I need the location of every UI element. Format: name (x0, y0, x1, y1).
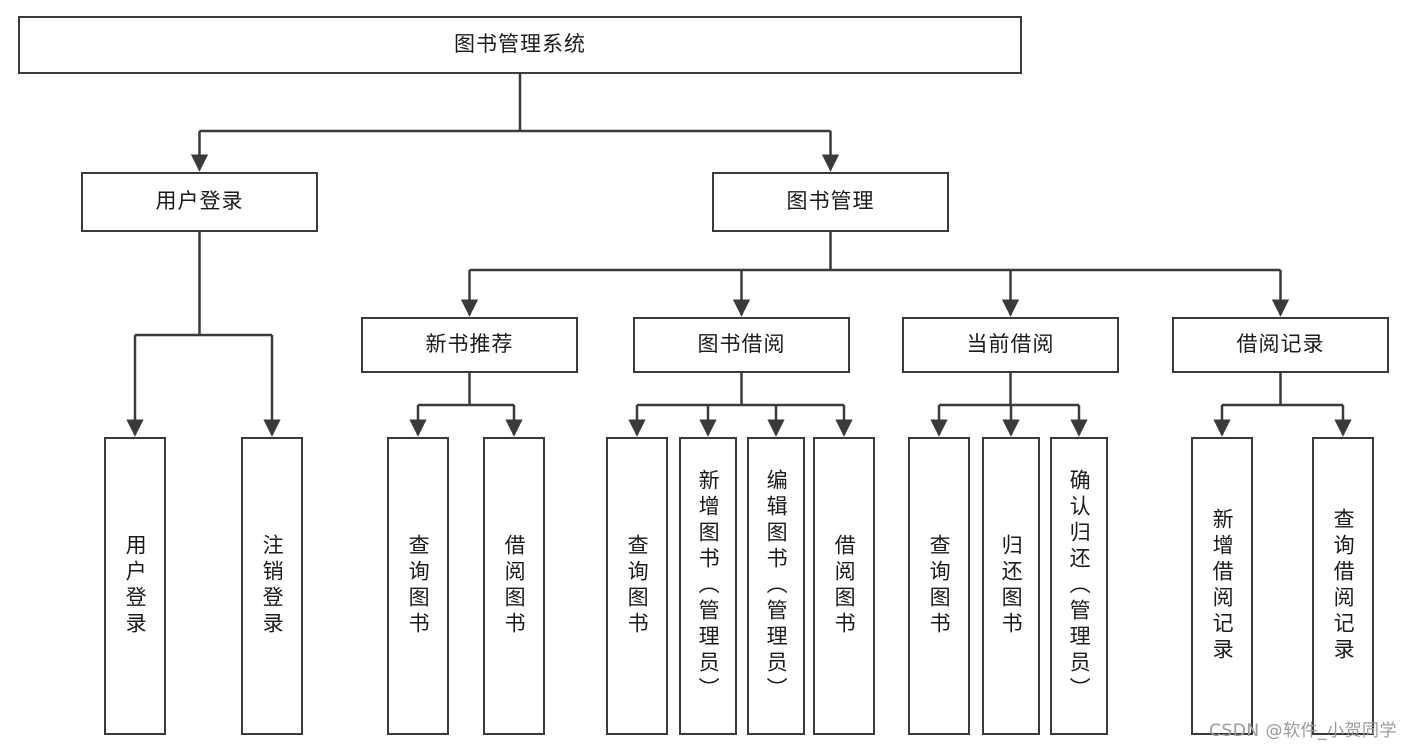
node-l_query3[interactable]: 查询图书 (908, 437, 970, 735)
node-l_query1[interactable]: 查询图书 (387, 437, 449, 735)
node-label: 用户登录 (123, 534, 148, 638)
node-root[interactable]: 图书管理系统 (18, 16, 1022, 74)
node-l_queryrec[interactable]: 查询借阅记录 (1312, 437, 1374, 735)
node-bookmgmt[interactable]: 图书管理 (712, 172, 949, 232)
node-l_edit[interactable]: 编辑图书（管理员） (747, 437, 805, 735)
node-login[interactable]: 用户登录 (81, 172, 318, 232)
node-l_login[interactable]: 用户登录 (104, 437, 166, 735)
node-l_add[interactable]: 新增图书（管理员） (679, 437, 737, 735)
node-label: 图书管理系统 (454, 32, 586, 57)
node-l_logout[interactable]: 注销登录 (241, 437, 303, 735)
node-label: 图书管理 (786, 189, 875, 214)
node-label: 确认归还（管理员） (1067, 469, 1092, 703)
node-label: 查询图书 (406, 534, 431, 638)
node-l_query2[interactable]: 查询图书 (606, 437, 668, 735)
node-l_borrow1[interactable]: 借阅图书 (483, 437, 545, 735)
node-label: 新增图书（管理员） (696, 469, 721, 703)
edge-group (126, 74, 1352, 437)
node-label: 查询图书 (927, 534, 952, 638)
node-l_addrec[interactable]: 新增借阅记录 (1191, 437, 1253, 735)
node-label: 归还图书 (999, 534, 1024, 638)
node-records[interactable]: 借阅记录 (1172, 317, 1389, 373)
node-label: 查询图书 (625, 534, 650, 638)
node-label: 用户登录 (155, 189, 244, 214)
node-newbook[interactable]: 新书推荐 (361, 317, 578, 373)
node-label: 当前借阅 (966, 332, 1055, 357)
node-label: 新增借阅记录 (1210, 508, 1235, 664)
node-label: 注销登录 (260, 534, 285, 638)
node-label: 编辑图书（管理员） (764, 469, 789, 703)
node-l_confirm[interactable]: 确认归还（管理员） (1050, 437, 1108, 735)
node-label: 查询借阅记录 (1331, 508, 1356, 664)
node-l_borrow2[interactable]: 借阅图书 (813, 437, 875, 735)
node-current[interactable]: 当前借阅 (902, 317, 1119, 373)
node-label: 借阅图书 (832, 534, 857, 638)
node-l_return[interactable]: 归还图书 (982, 437, 1040, 735)
node-label: 借阅记录 (1236, 332, 1325, 357)
node-label: 新书推荐 (425, 332, 514, 357)
node-label: 图书借阅 (697, 332, 786, 357)
node-borrow[interactable]: 图书借阅 (633, 317, 850, 373)
node-label: 借阅图书 (502, 534, 527, 638)
